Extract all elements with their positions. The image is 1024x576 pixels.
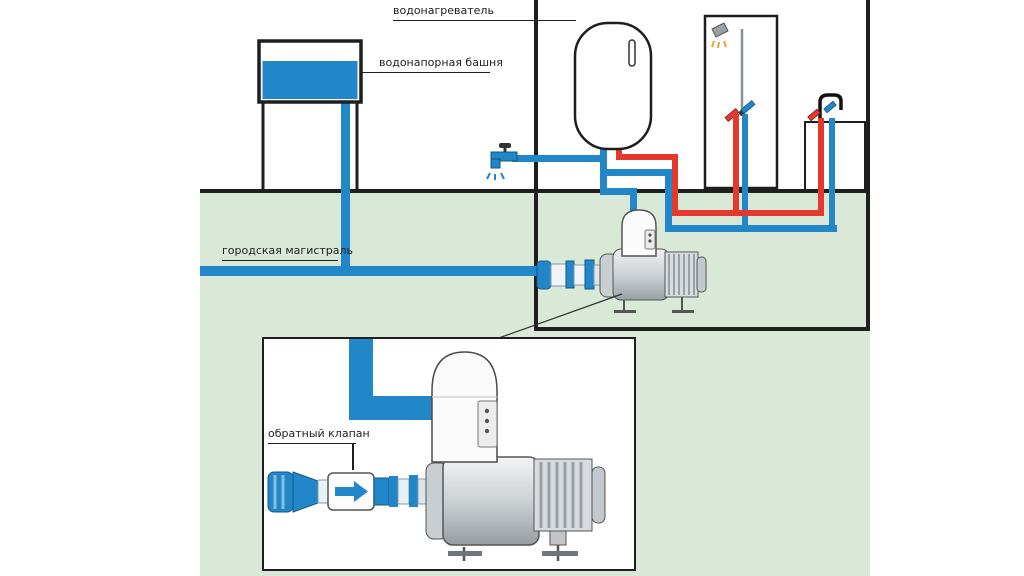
sink-cabinet: [804, 121, 866, 191]
inset-motor-fins: [539, 462, 583, 528]
inset-leader-line: [495, 293, 623, 340]
control-dot: [648, 239, 652, 243]
cold-distribution-pipe: [600, 169, 672, 176]
suction-fittings: [536, 259, 603, 290]
label-water-heater: водонагреватель: [393, 4, 576, 21]
inset-coupling-rings: [373, 475, 427, 507]
pump-detail-inset: [262, 337, 636, 571]
water-heater: [573, 21, 653, 151]
hot-basement-run: [672, 210, 824, 216]
heater-indicator: [628, 39, 636, 67]
shower-cold-handle: [740, 100, 756, 114]
pump-station: [536, 209, 707, 313]
motor-body: [664, 251, 699, 298]
heater-body: [573, 21, 653, 151]
tap-handle: [499, 143, 511, 148]
cold-basement-jog: [600, 188, 637, 195]
hot-distribution-pipe: [616, 154, 678, 160]
control-dot: [648, 233, 652, 237]
hot-shower-riser: [733, 114, 739, 214]
inset-cold-pipe-horizontal: [349, 396, 435, 420]
inset-control-panel: [477, 400, 498, 448]
water-tower: [257, 39, 363, 191]
cold-drop-pipe: [665, 169, 672, 232]
sink-cold-handle: [823, 100, 837, 114]
inset-pump-body: [442, 456, 540, 546]
inset-control-dot: [484, 408, 490, 414]
inset-diagram: [267, 339, 606, 561]
inset-motor-end-cap: [591, 466, 606, 524]
sink-faucet-icon: [818, 93, 843, 122]
shower-spray: [711, 40, 727, 49]
label-city-main: городская магистраль: [222, 244, 353, 261]
inset-motor-foot: [549, 530, 567, 546]
inset-compression-fitting: [267, 471, 319, 513]
inset-control-dot: [484, 418, 490, 424]
motor-end-cap: [696, 256, 707, 293]
tap-spout: [490, 158, 501, 169]
house-floor-wall: [534, 327, 870, 331]
tap-spray: [486, 172, 505, 180]
cold-basement-run: [665, 225, 837, 232]
cold-shower-riser: [742, 114, 748, 230]
inset-control-dot: [484, 428, 490, 434]
inset-motor-body: [533, 458, 593, 532]
hot-heater-stub: [616, 145, 622, 159]
sink: [804, 93, 866, 191]
inset-check-valve: [327, 472, 375, 511]
hot-drop-pipe: [672, 154, 678, 216]
outdoor-tap: [486, 143, 518, 180]
label-check-valve: обратный клапан: [268, 427, 370, 444]
tap-branch-pipe: [512, 155, 604, 162]
shower-frame: [703, 14, 779, 190]
house-left-wall: [534, 0, 538, 331]
inset-connector: [317, 479, 329, 504]
tap-body: [490, 151, 518, 162]
city-main-pipe: [200, 266, 545, 276]
motor-fins: [668, 254, 695, 295]
house-right-wall: [866, 0, 870, 331]
tap-stem: [503, 147, 507, 154]
tower-down-pipe: [341, 98, 350, 268]
label-water-tower: водонапорная башня: [362, 56, 503, 73]
shower-cabin: [703, 14, 779, 190]
check-valve-leader: [352, 444, 354, 470]
shower-head-icon: [711, 22, 729, 38]
hot-sink-riser: [818, 118, 824, 214]
inset-pump-stand: [448, 543, 578, 561]
pump-output-pipe: [630, 192, 637, 218]
cold-sink-riser: [829, 118, 835, 230]
sink-hot-handle: [807, 108, 821, 122]
tower-water: [262, 61, 358, 99]
